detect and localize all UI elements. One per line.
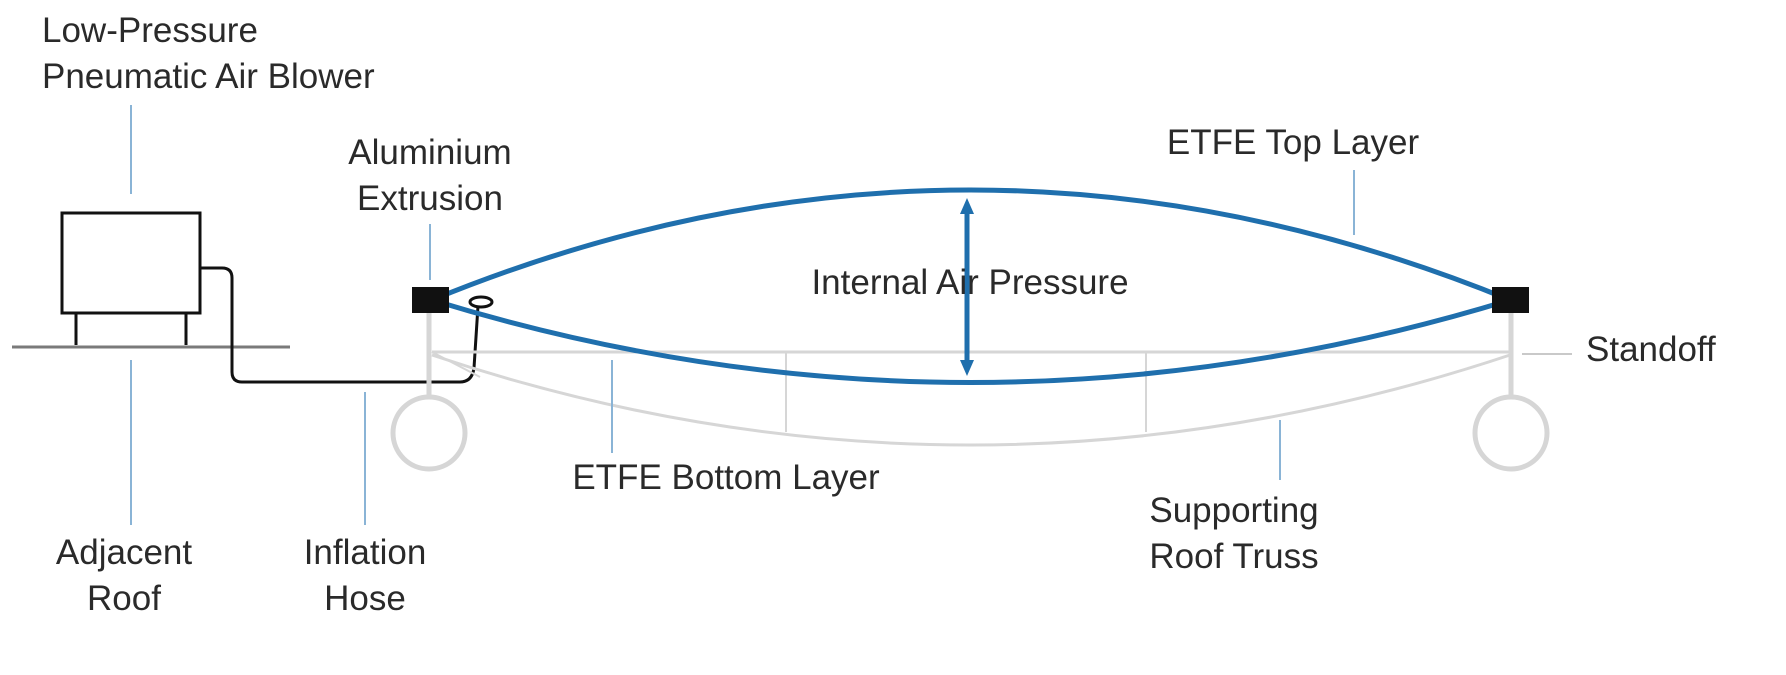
pressure-arrow-down-head <box>960 360 974 376</box>
label-blower-line2: Pneumatic Air Blower <box>42 57 375 96</box>
label-truss-line2: Roof Truss <box>1149 537 1319 576</box>
inflation-hose <box>200 266 480 384</box>
hose-nozzle <box>468 295 494 309</box>
roof-truss-bottom-chord <box>431 353 1511 447</box>
label-extrusion: Aluminium Extrusion <box>348 130 511 222</box>
etfe-bottom-layer <box>431 297 1511 385</box>
truss-web <box>431 351 481 378</box>
label-blower: Low-Pressure Pneumatic Air Blower <box>42 8 375 100</box>
label-truss: Supporting Roof Truss <box>1149 488 1318 580</box>
aluminium-extrusion-right <box>1492 287 1529 313</box>
label-hose-line2: Hose <box>324 579 406 618</box>
label-blower-line1: Low-Pressure <box>42 11 258 50</box>
etfe-top-layer <box>431 187 1511 303</box>
label-adjacent-roof: Adjacent Roof <box>56 530 192 622</box>
aluminium-extrusion-left <box>412 287 449 313</box>
label-bottom-layer: ETFE Bottom Layer <box>572 458 880 497</box>
support-column-left <box>390 394 468 472</box>
label-adjacent-roof-line2: Roof <box>87 579 161 618</box>
label-extrusion-line1: Aluminium <box>348 133 512 172</box>
pressure-arrow-up-head <box>960 198 974 214</box>
label-hose-line1: Inflation <box>303 533 427 572</box>
air-blower-box <box>60 211 202 315</box>
label-truss-line1: Supporting <box>1149 491 1319 530</box>
label-standoff: Standoff <box>1586 330 1716 369</box>
label-hose: Inflation Hose <box>304 530 427 622</box>
label-internal-air-pressure: Internal Air Pressure <box>811 263 1129 302</box>
support-column-right <box>1472 394 1550 472</box>
label-adjacent-roof-line1: Adjacent <box>55 533 193 572</box>
label-top-layer: ETFE Top Layer <box>1166 123 1420 162</box>
label-extrusion-line2: Extrusion <box>357 179 503 218</box>
